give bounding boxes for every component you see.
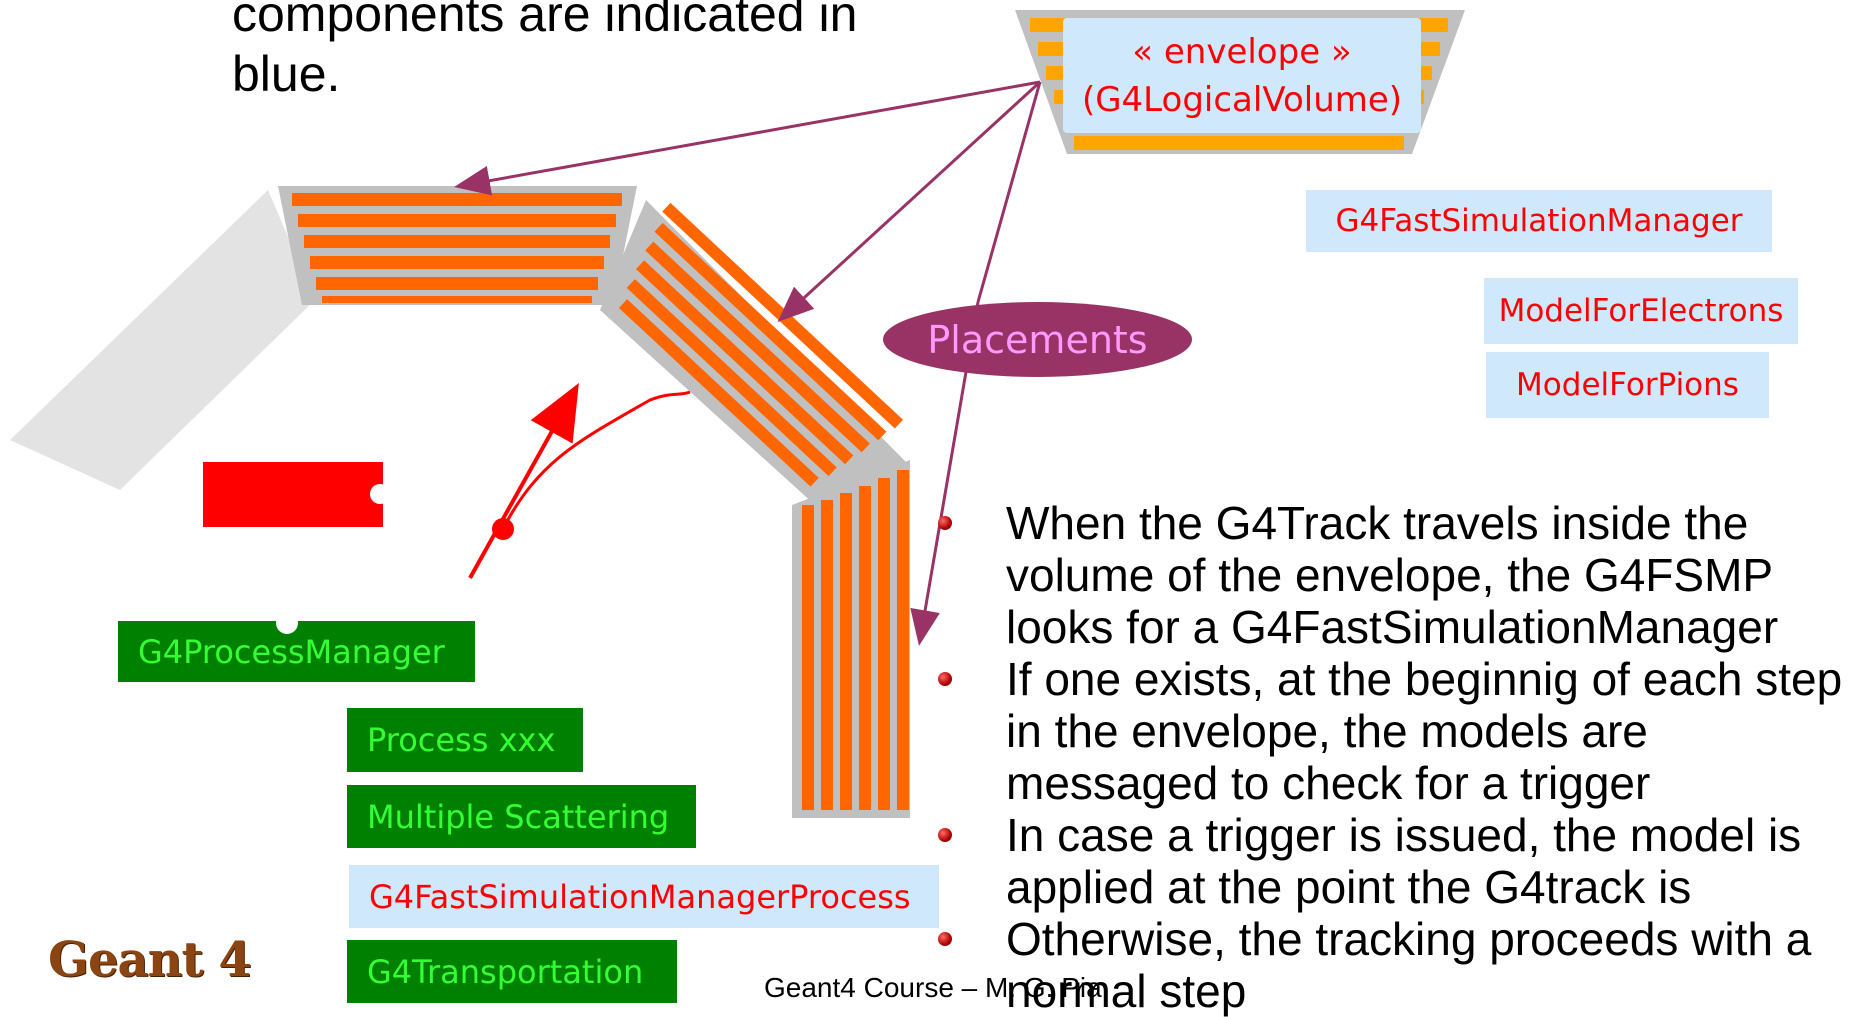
bullet-item: When the G4Track travels inside the volu… <box>928 497 1848 653</box>
particle-block-connector <box>370 484 390 504</box>
bullet-text: In case a trigger is issued, the model i… <box>1006 809 1802 913</box>
bullet-text: When the G4Track travels inside the volu… <box>1006 497 1779 653</box>
envelope-label-line1: « envelope » <box>1132 31 1352 72</box>
placements-ellipse: Placements <box>883 302 1192 377</box>
model-for-pions-box: ModelForPions <box>1486 352 1769 418</box>
bullet-item: Otherwise, the tracking proceeds with a … <box>928 913 1848 1017</box>
multiple-scattering-box: Multiple Scattering <box>347 785 696 848</box>
footer-text: Geant4 Course – M. G. Pia <box>764 972 1102 1003</box>
bullet-item: If one exists, at the beginnig of each s… <box>928 653 1848 809</box>
bullet-list: When the G4Track travels inside the volu… <box>928 497 1848 1017</box>
particle-track <box>468 383 691 579</box>
fast-simulation-manager-box: G4FastSimulationManager <box>1306 190 1772 252</box>
process-xxx-box: Process xxx <box>347 708 583 772</box>
bullet-icon <box>938 672 952 686</box>
model-for-electrons-box: ModelForElectrons <box>1484 278 1798 344</box>
fast-simulation-manager-process-box: G4FastSimulationManagerProcess <box>349 865 939 928</box>
process-manager-box: G4ProcessManager <box>118 621 475 682</box>
bullet-text: If one exists, at the beginnig of each s… <box>1006 653 1843 809</box>
particle-block <box>203 462 383 527</box>
process-manager-connector <box>276 612 298 634</box>
transportation-box: G4Transportation <box>347 940 677 1003</box>
intro-text: components are indicated in blue. <box>232 0 858 102</box>
detector-module-vertical <box>792 460 910 818</box>
geant4-logo: Geant 4 <box>48 932 252 988</box>
bullet-icon <box>938 932 952 946</box>
bullet-icon <box>938 516 952 530</box>
grey-detector-wall <box>10 190 315 490</box>
bullet-icon <box>938 828 952 842</box>
detector-module-top <box>278 186 637 305</box>
bullet-text: Otherwise, the tracking proceeds with a … <box>1006 913 1812 1017</box>
envelope-label-line2: (G4LogicalVolume) <box>1081 79 1403 120</box>
envelope-label: « envelope » (G4LogicalVolume) <box>1063 18 1421 133</box>
bullet-item: In case a trigger is issued, the model i… <box>928 809 1848 913</box>
